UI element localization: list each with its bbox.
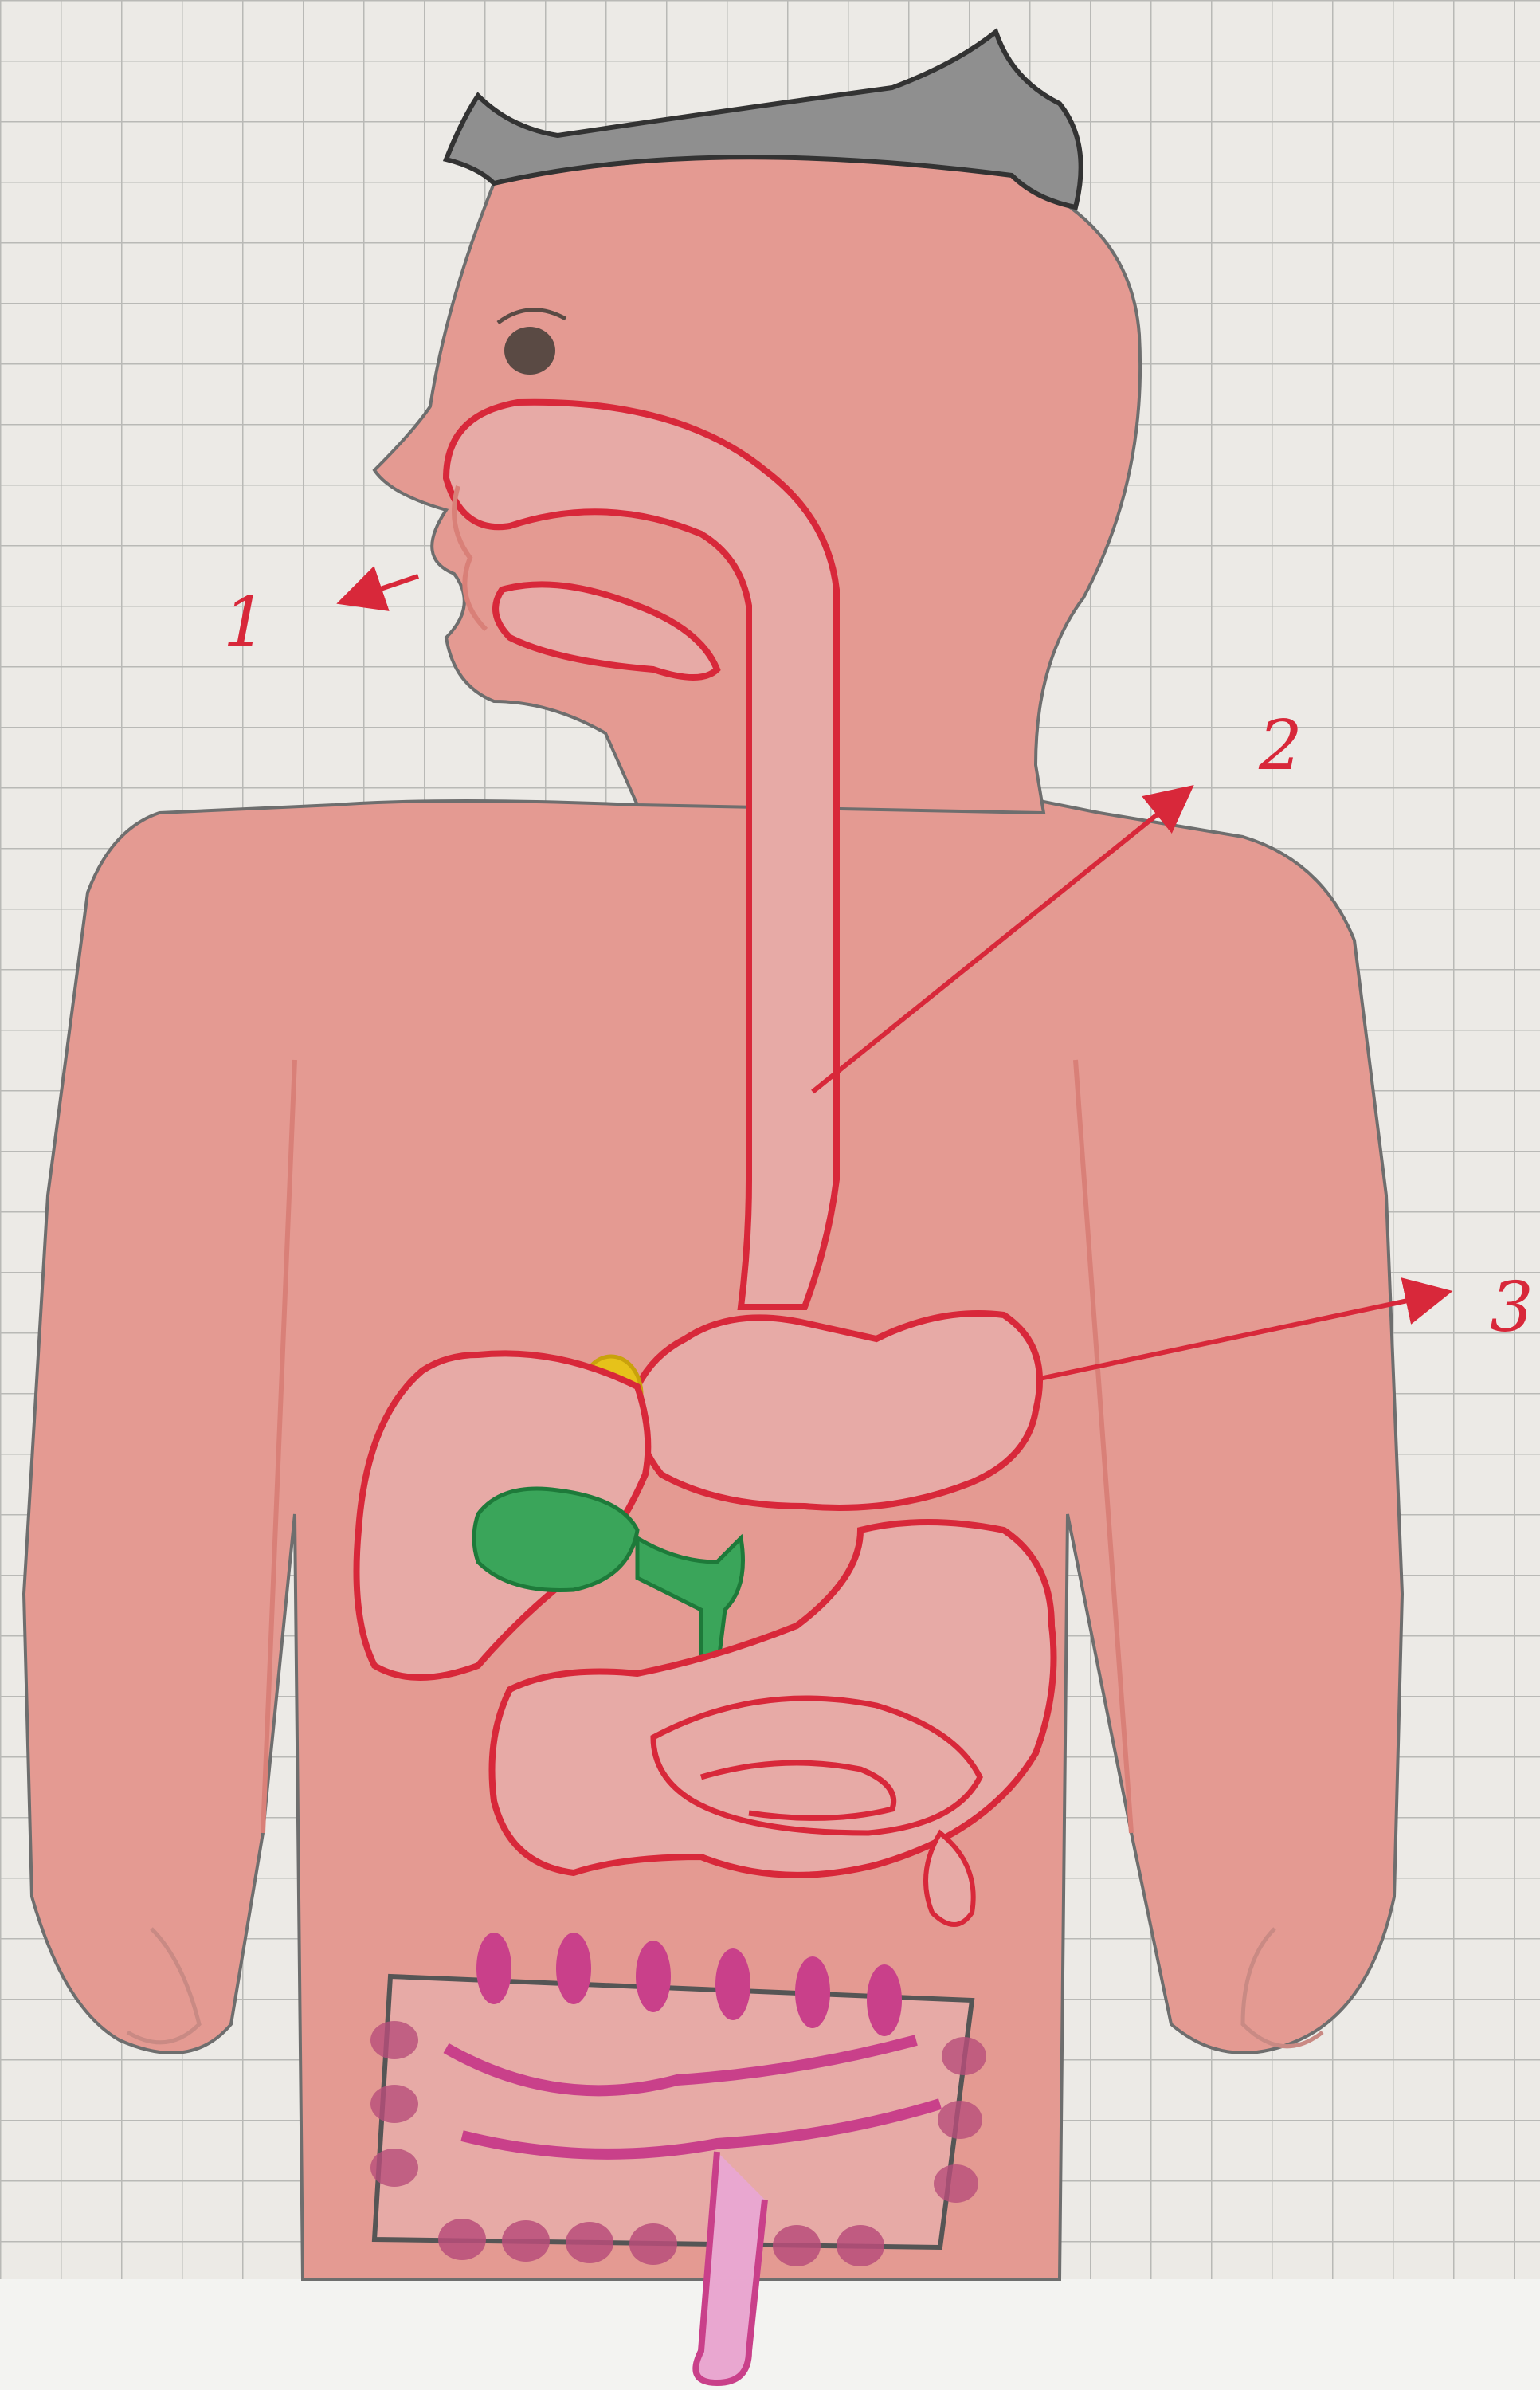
haustra-lobe xyxy=(934,2164,978,2203)
paper-bottom-edge xyxy=(0,2279,1540,2390)
label-2: 2 xyxy=(1258,706,1303,786)
haustra-lobe xyxy=(942,2037,986,2075)
haustra-lobe xyxy=(438,2219,486,2260)
haustra-lobe xyxy=(370,2149,418,2187)
haustra-lobe xyxy=(636,1941,671,2012)
haustra-lobe xyxy=(370,2021,418,2059)
eye xyxy=(504,327,555,375)
gallbladder xyxy=(474,1489,637,1591)
haustra-lobe xyxy=(370,2085,418,2123)
haustra-lobe xyxy=(867,1964,902,2036)
haustra-lobe xyxy=(476,1933,511,2004)
haustra-lobe xyxy=(502,2220,550,2262)
label-3: 3 xyxy=(1490,1268,1534,1348)
haustra-lobe xyxy=(938,2101,982,2139)
haustra-lobe xyxy=(556,1933,591,2004)
haustra-lobe xyxy=(795,1956,830,2028)
haustra-lobe xyxy=(773,2225,821,2266)
haustra-lobe xyxy=(715,1948,750,2020)
label-1: 1 xyxy=(223,583,267,662)
haustra-lobe xyxy=(566,2222,613,2263)
stomach xyxy=(636,1313,1040,1508)
haustra-lobe xyxy=(837,2225,884,2266)
haustra-lobe xyxy=(629,2223,677,2265)
